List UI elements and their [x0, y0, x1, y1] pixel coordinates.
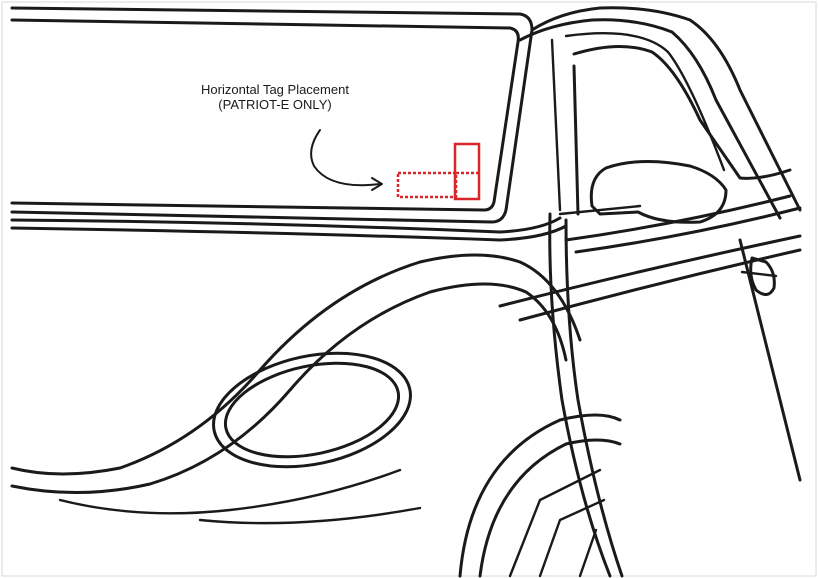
curved-arrow-icon	[311, 130, 382, 190]
side-mirror	[560, 161, 726, 222]
tag-placement-caption: Horizontal Tag Placement (PATRIOT-E ONLY…	[170, 82, 380, 112]
horizontal-tag-icon	[398, 173, 479, 197]
wheel	[460, 415, 620, 576]
door-panel	[500, 214, 800, 576]
front-fender	[12, 255, 580, 523]
caption-line-1: Horizontal Tag Placement	[170, 82, 380, 97]
caption-line-2: (PATRIOT-E ONLY)	[170, 97, 380, 112]
fog-light	[203, 336, 421, 483]
a-pillar	[520, 8, 800, 218]
vertical-tag-icon	[455, 144, 479, 199]
